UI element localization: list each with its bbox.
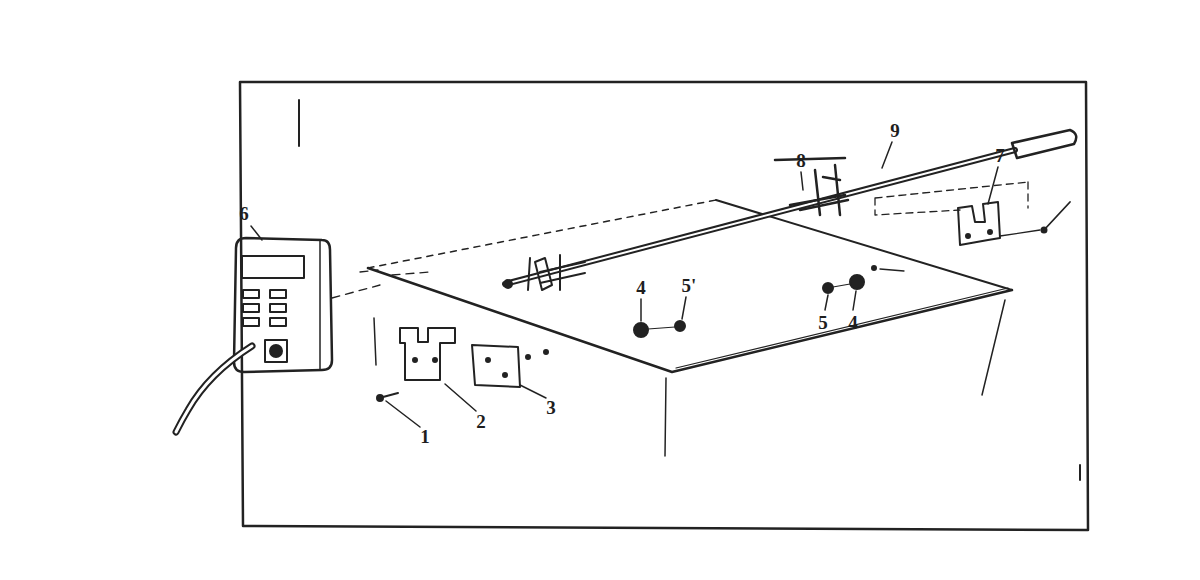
- spit-rod: [504, 130, 1076, 288]
- callout-number: 7: [995, 146, 1005, 165]
- callout-number: 4: [636, 278, 646, 297]
- motor: [176, 238, 332, 432]
- callout-number: 8: [796, 151, 806, 170]
- callout-number: 1: [420, 427, 430, 446]
- callout-number: 5': [682, 276, 697, 295]
- callout-number: 2: [476, 412, 486, 431]
- callout-number: 5: [818, 313, 828, 332]
- callout-number: 9: [890, 121, 900, 140]
- callout-number: 3: [546, 398, 556, 417]
- callout-number: 4: [848, 313, 858, 332]
- callout-number: 6: [239, 204, 249, 223]
